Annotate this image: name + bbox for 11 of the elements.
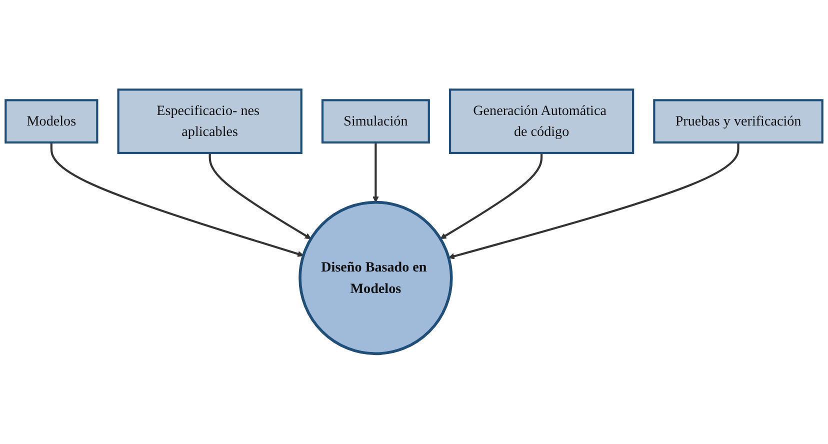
node-box: Simulación <box>321 99 430 144</box>
arrow <box>440 153 543 240</box>
node-box: Modelos <box>4 99 98 144</box>
arrow <box>50 142 304 258</box>
node-box: Pruebas y verificación <box>653 99 824 144</box>
node-circle: Diseño Basado en Modelos <box>298 201 453 356</box>
node-box: Generación Automática de código <box>448 88 634 154</box>
arrow <box>208 153 312 240</box>
node-box: Especificacio- nes aplicables <box>117 88 302 154</box>
arrow <box>372 142 379 203</box>
arrow <box>448 142 740 260</box>
